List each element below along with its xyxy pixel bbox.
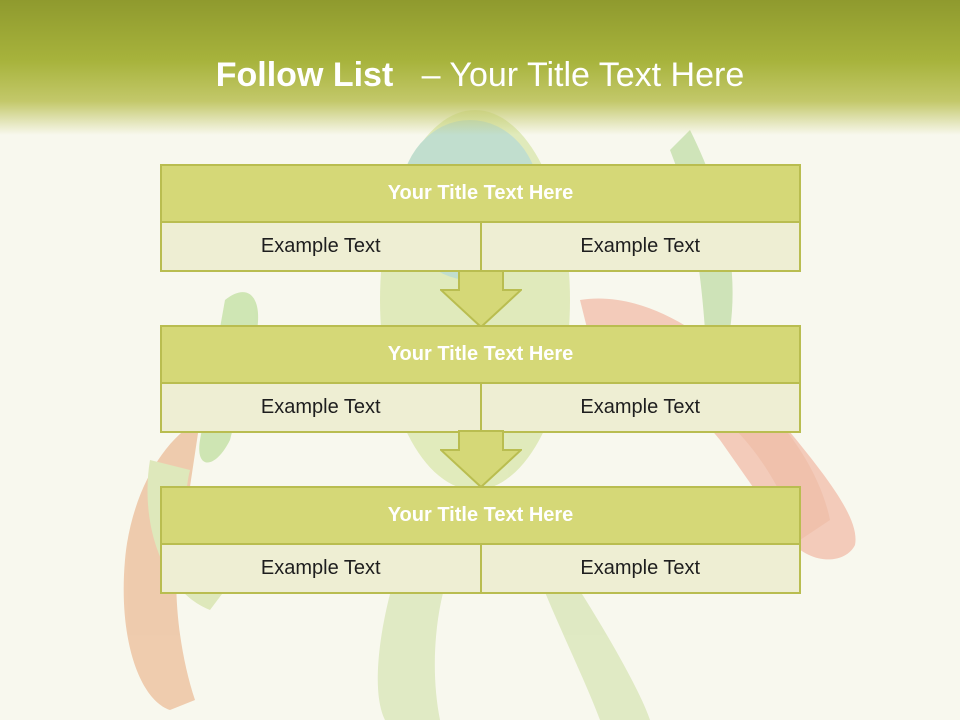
- step-row: Example Text Example Text: [162, 384, 799, 431]
- slide-title-separator: –: [421, 56, 441, 94]
- step-cell-left: Example Text: [260, 396, 381, 418]
- step-cell-left: Example Text: [260, 557, 381, 579]
- step-block-1: Your Title Text Here Example Text Exampl…: [160, 164, 801, 272]
- step-block-2: Your Title Text Here Example Text Exampl…: [160, 325, 801, 433]
- step-row: Example Text Example Text: [162, 545, 799, 592]
- step-cell-right: Example Text: [479, 545, 800, 592]
- step-block-3: Your Title Text Here Example Text Exampl…: [160, 486, 801, 594]
- step-cell-right: Example Text: [479, 223, 800, 270]
- slide-title: Follow List – Your Title Text Here: [0, 52, 960, 98]
- step-cell-right: Example Text: [479, 384, 800, 431]
- step-title: Your Title Text Here: [162, 166, 799, 223]
- slide-title-main: Follow List: [215, 56, 394, 94]
- step-title: Your Title Text Here: [162, 327, 799, 384]
- header-band: [0, 0, 960, 135]
- down-arrow-icon: [440, 270, 522, 328]
- step-title: Your Title Text Here: [162, 488, 799, 545]
- down-arrow-icon: [440, 430, 522, 488]
- slide-title-rest: Your Title Text Here: [449, 56, 745, 94]
- step-cell-left: Example Text: [260, 235, 381, 257]
- step-row: Example Text Example Text: [162, 223, 799, 270]
